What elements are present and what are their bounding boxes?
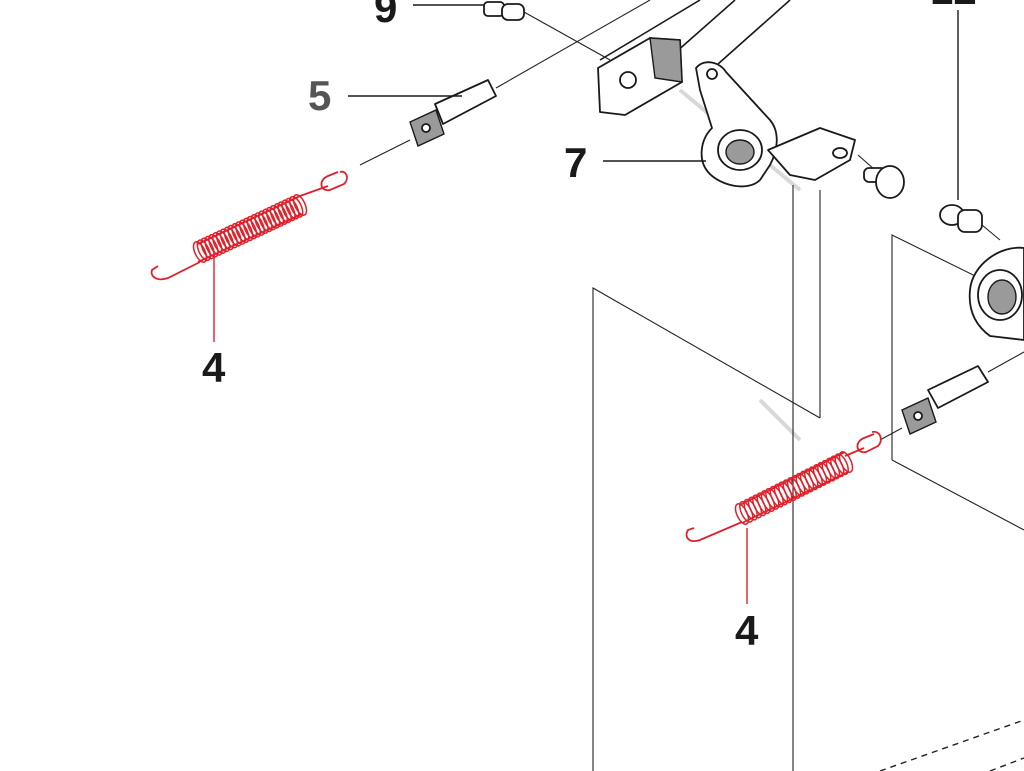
spring-coil: [223, 226, 239, 249]
pivot-arm-part-7: [695, 61, 856, 188]
callout-part-4-left: 4: [202, 344, 226, 391]
link-pin-part-5: [359, 0, 651, 166]
spring-coil: [200, 237, 215, 260]
callout-part-12: 12: [930, 0, 977, 13]
bolt-part-12: [939, 204, 1001, 241]
spring-coil: [834, 453, 849, 476]
spring-hook: [320, 170, 348, 192]
spring-coil: [273, 203, 289, 225]
spring-coil: [192, 241, 208, 263]
spring-coil: [215, 230, 231, 253]
spring-coil: [211, 232, 227, 254]
callout-part-5: 5: [308, 72, 331, 119]
spring-coil: [208, 233, 223, 256]
spring-coil: [231, 222, 246, 245]
spring-coil: [196, 239, 212, 262]
spring-coil: [281, 199, 296, 222]
bracket-plate: [597, 37, 683, 116]
spring-part-4-right: [685, 430, 882, 542]
callout-labels: 9 12 5 7 4 4: [202, 0, 977, 654]
center-panel: [592, 185, 821, 771]
spring-coil: [227, 224, 242, 247]
callout-part-9: 9: [374, 0, 397, 31]
spring-coil: [838, 451, 854, 473]
spring-coil: [261, 208, 277, 231]
link-pin-right: [879, 351, 1024, 441]
spring-coil: [219, 228, 235, 251]
spring-coil: [277, 201, 292, 224]
spring-coil: [235, 221, 250, 244]
spring-coil: [254, 212, 269, 235]
rivet: [857, 154, 905, 199]
callout-part-4-right: 4: [735, 607, 759, 654]
spring-coil: [204, 235, 219, 258]
spring-part-4-left: [150, 170, 348, 281]
spring-coil: [250, 213, 265, 236]
leader-lines: [213, 4, 959, 604]
right-pivot-arm: [968, 246, 1024, 341]
spring-coil: [258, 210, 273, 233]
spring-coil: [292, 194, 308, 216]
bolt-part-9: [483, 1, 611, 61]
spring-coil: [285, 197, 300, 220]
spring-coil: [265, 206, 281, 229]
spring-coil: [246, 215, 262, 238]
spring-coil: [269, 204, 285, 227]
spring-coil: [288, 195, 304, 218]
spring-coil: [238, 219, 254, 242]
callout-part-7: 7: [564, 139, 587, 186]
spring-coil: [242, 217, 258, 240]
